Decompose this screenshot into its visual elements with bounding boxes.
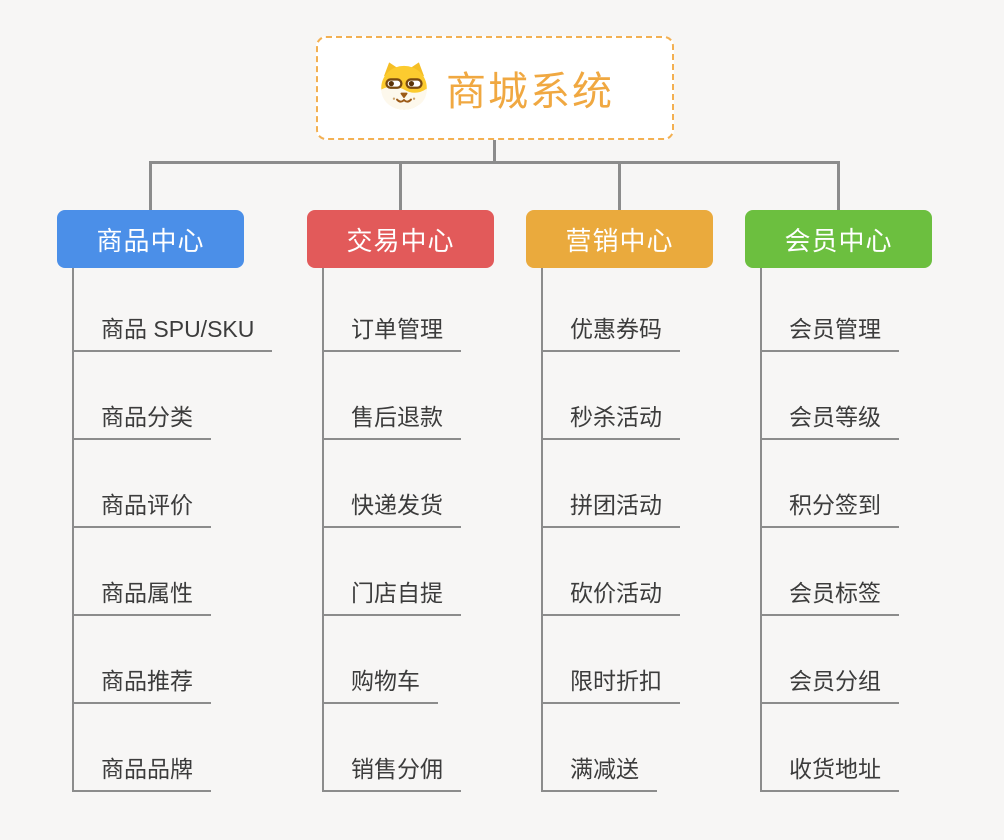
leaf-node[interactable]: 商品品牌 xyxy=(74,704,211,792)
branch-node-member-center[interactable]: 会员中心 xyxy=(745,210,932,268)
branch-items-marketing-center: 优惠券码 秒杀活动 拼团活动 砍价活动 限时折扣 满减送 xyxy=(541,268,680,792)
connector-branch-3 xyxy=(618,162,621,210)
leaf-node[interactable]: 快递发货 xyxy=(324,440,461,528)
leaf-node[interactable]: 会员标签 xyxy=(762,528,899,616)
leaf-node[interactable]: 限时折扣 xyxy=(543,616,680,704)
leaf-node[interactable]: 优惠券码 xyxy=(543,268,680,352)
branch-items-member-center: 会员管理 会员等级 积分签到 会员标签 会员分组 收货地址 xyxy=(760,268,899,792)
root-node-mall-system[interactable]: 商城系统 xyxy=(316,36,674,140)
leaf-node[interactable]: 售后退款 xyxy=(324,352,461,440)
branch-items-trade-center: 订单管理 售后退款 快递发货 门店自提 购物车 销售分佣 xyxy=(322,268,461,792)
connector-root-stub xyxy=(493,140,496,163)
leaf-node[interactable]: 积分签到 xyxy=(762,440,899,528)
leaf-node[interactable]: 销售分佣 xyxy=(324,704,461,792)
leaf-node[interactable]: 会员分组 xyxy=(762,616,899,704)
branch-node-trade-center[interactable]: 交易中心 xyxy=(307,210,494,268)
connector-branch-2 xyxy=(399,162,402,210)
connector-horizontal-bus xyxy=(149,161,840,164)
leaf-node[interactable]: 购物车 xyxy=(324,616,438,704)
leaf-node[interactable]: 商品属性 xyxy=(74,528,211,616)
leaf-node[interactable]: 商品分类 xyxy=(74,352,211,440)
leaf-node[interactable]: 满减送 xyxy=(543,704,657,792)
root-title: 商城系统 xyxy=(446,70,614,114)
connector-branch-1 xyxy=(149,162,152,210)
leaf-node[interactable]: 商品推荐 xyxy=(74,616,211,704)
leaf-node[interactable]: 收货地址 xyxy=(762,704,899,792)
leaf-node[interactable]: 订单管理 xyxy=(324,268,461,352)
branch-node-product-center[interactable]: 商品中心 xyxy=(57,210,244,268)
branch-node-marketing-center[interactable]: 营销中心 xyxy=(526,210,713,268)
leaf-node[interactable]: 商品 SPU/SKU xyxy=(74,268,273,352)
leaf-node[interactable]: 砍价活动 xyxy=(543,528,680,616)
leaf-node[interactable]: 拼团活动 xyxy=(543,440,680,528)
leaf-node[interactable]: 门店自提 xyxy=(324,528,461,616)
shiba-dog-icon xyxy=(376,60,432,117)
leaf-node[interactable]: 会员管理 xyxy=(762,268,899,352)
leaf-node[interactable]: 商品评价 xyxy=(74,440,211,528)
branch-items-product-center: 商品 SPU/SKU 商品分类 商品评价 商品属性 商品推荐 商品品牌 xyxy=(72,268,273,792)
connector-branch-4 xyxy=(837,162,840,210)
leaf-node[interactable]: 会员等级 xyxy=(762,352,899,440)
leaf-node[interactable]: 秒杀活动 xyxy=(543,352,680,440)
